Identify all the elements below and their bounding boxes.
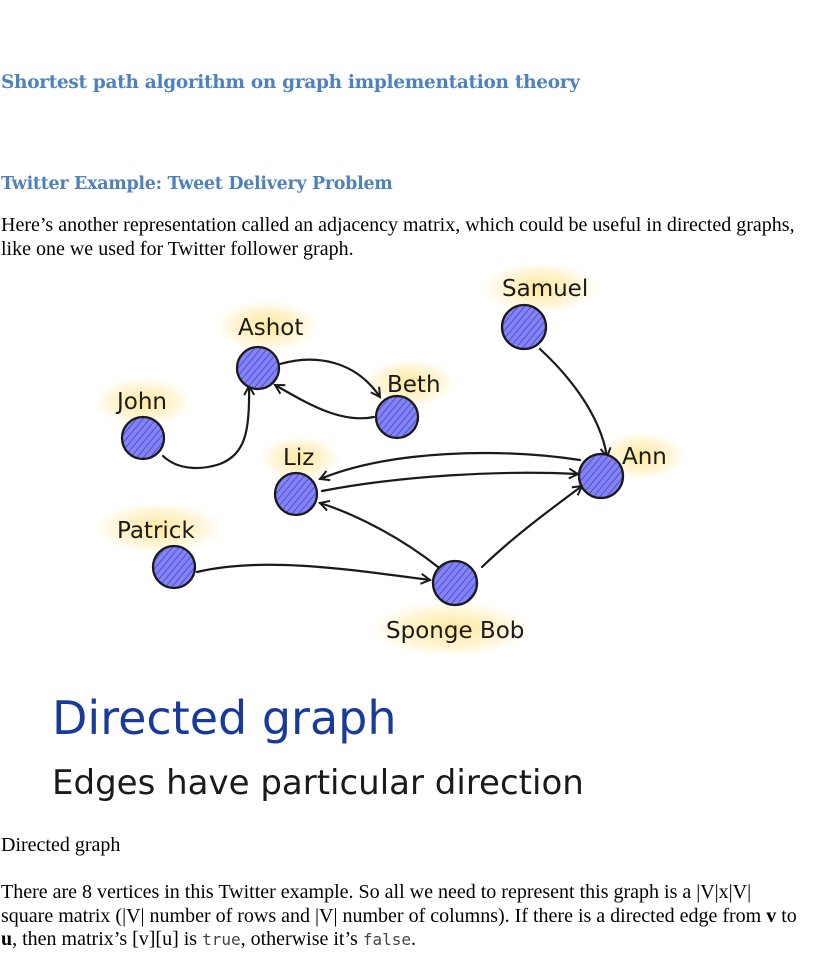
edge-patrick-spongebob: [195, 563, 430, 580]
graph-svg: Ashot Beth John Samuel Liz Ann Patrick S…: [52, 262, 686, 803]
body-text-3: , then matrix’s [v][u] is: [12, 928, 203, 950]
body-paragraph: There are 8 vertices in this Twitter exa…: [1, 881, 801, 952]
edge-beth-ashot: [275, 383, 376, 420]
vertex-u: u: [1, 928, 13, 950]
node-patrick: [151, 544, 197, 590]
node-labels: Ashot Beth John Samuel Liz Ann Patrick S…: [115, 276, 667, 644]
label-john: John: [115, 389, 167, 415]
code-false: false: [362, 930, 412, 949]
label-beth: Beth: [387, 372, 441, 398]
page-title: Shortest path algorithm on graph impleme…: [1, 72, 580, 93]
figure-title: Directed graph: [52, 691, 397, 745]
code-true: true: [202, 930, 241, 949]
section-heading: Twitter Example: Tweet Delivery Problem: [1, 174, 393, 194]
label-ashot: Ashot: [238, 315, 303, 341]
vertex-v: v: [766, 904, 777, 927]
node-samuel: [500, 303, 548, 351]
label-samuel: Samuel: [502, 276, 588, 302]
node-spongebob: [431, 559, 479, 607]
directed-graph-figure: Ashot Beth John Samuel Liz Ann Patrick S…: [0, 262, 816, 824]
body-text-2: to: [776, 904, 797, 927]
label-glows: [93, 262, 686, 657]
label-patrick: Patrick: [117, 518, 195, 544]
edge-ashot-beth: [278, 358, 380, 397]
node-ann: [577, 452, 625, 500]
graph-edges: [161, 347, 607, 580]
body-text-1: There are 8 vertices in this Twitter exa…: [1, 881, 767, 927]
edge-samuel-ann: [538, 347, 607, 457]
node-ashot: [235, 345, 281, 391]
node-john: [120, 415, 166, 461]
label-spongebob: Sponge Bob: [386, 618, 524, 644]
intro-paragraph: Here’s another representation called an …: [1, 214, 795, 260]
label-ann: Ann: [622, 444, 667, 470]
figure-caption: Directed graph: [1, 834, 121, 856]
node-liz: [273, 471, 319, 517]
label-liz: Liz: [283, 445, 314, 471]
edge-liz-ann: [320, 473, 578, 493]
edge-spongebob-ann: [480, 486, 582, 569]
node-beth: [374, 394, 420, 440]
body-text-5: .: [411, 928, 417, 950]
edge-ann-liz: [320, 451, 582, 479]
body-text-4: , otherwise it’s: [240, 928, 363, 950]
figure-subtitle: Edges have particular direction: [52, 763, 584, 803]
edge-john-ashot: [161, 386, 249, 470]
edge-spongebob-liz: [320, 503, 440, 569]
graph-nodes: [120, 303, 625, 607]
